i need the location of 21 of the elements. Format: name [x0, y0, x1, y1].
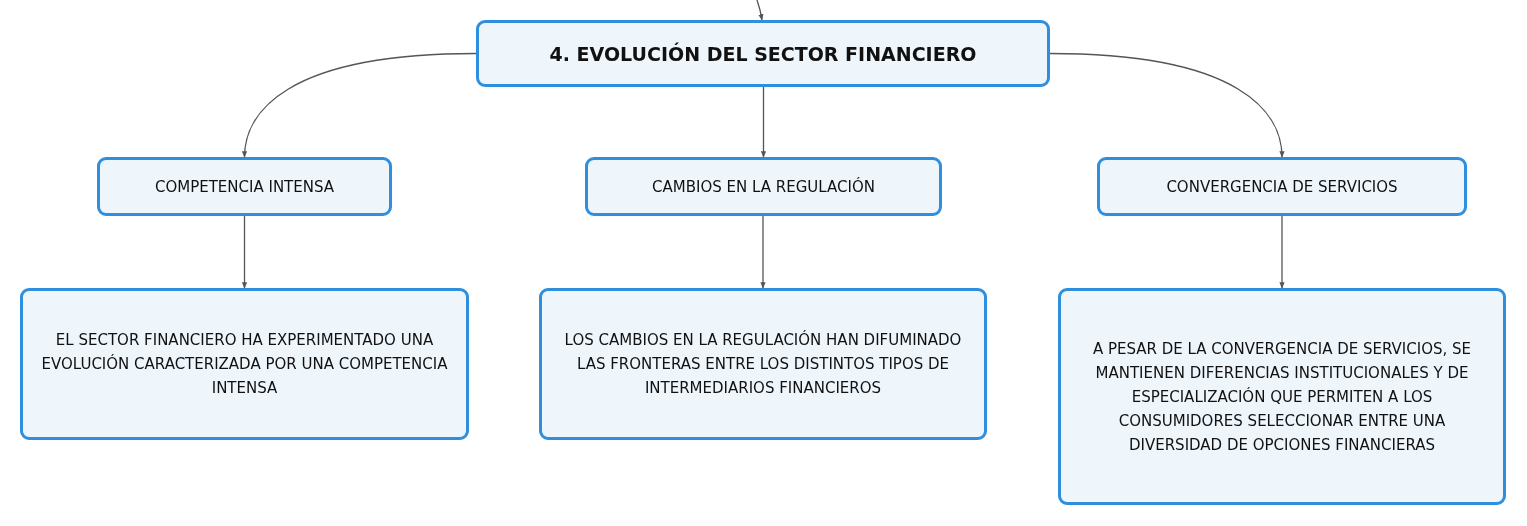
topic-text: A PESAR DE LA CONVERGENCIA DE SERVICIOS, SE MANTIENEN DIFERENCIAS INSTITUCIONALES Y DE ESPECIALIZACIÓN QUE PERMITEN A LOS CONSUMIDORES SELECCIONAR ENTRE UNA DIVERSIDAD DE OPCIONES FINANCIERAS [1091, 338, 1473, 456]
topic-text: 4. EVOLUCIÓN DEL SECTOR FINANCIERO [549, 41, 977, 66]
connector-arrow [756, 0, 764, 21]
topic-box [476, 20, 1050, 87]
topic-box [20, 288, 469, 440]
connector-arrow [1049, 52, 1285, 158]
topic-text: EL SECTOR FINANCIERO HA EXPERIMENTADO UNA EVOLUCIÓN CARACTERIZADA POR UNA COMPETENCIA INTENSA [40, 330, 449, 399]
topic-box [585, 157, 942, 216]
topic-box [1097, 157, 1467, 216]
connector-arrow [242, 52, 477, 158]
topic-text: COMPETENCIA INTENSA [154, 176, 335, 198]
topic-box [539, 288, 987, 440]
topic-text: CAMBIOS EN LA REGULACIÓN [652, 176, 875, 198]
connector-arrow [1279, 215, 1285, 289]
topic-box [97, 157, 392, 216]
connector-arrow [760, 86, 767, 158]
topic-text: CONVERGENCIA DE SERVICIOS [1166, 176, 1398, 198]
topic-text: LOS CAMBIOS EN LA REGULACIÓN HAN DIFUMINADO LAS FRONTERAS ENTRE LOS DISTINTOS TIPOS DE INTERMEDIARIOS FINANCIEROS [563, 329, 963, 399]
topic-box [1058, 288, 1506, 505]
connector-arrow [760, 215, 766, 289]
connector-arrow [241, 215, 248, 289]
